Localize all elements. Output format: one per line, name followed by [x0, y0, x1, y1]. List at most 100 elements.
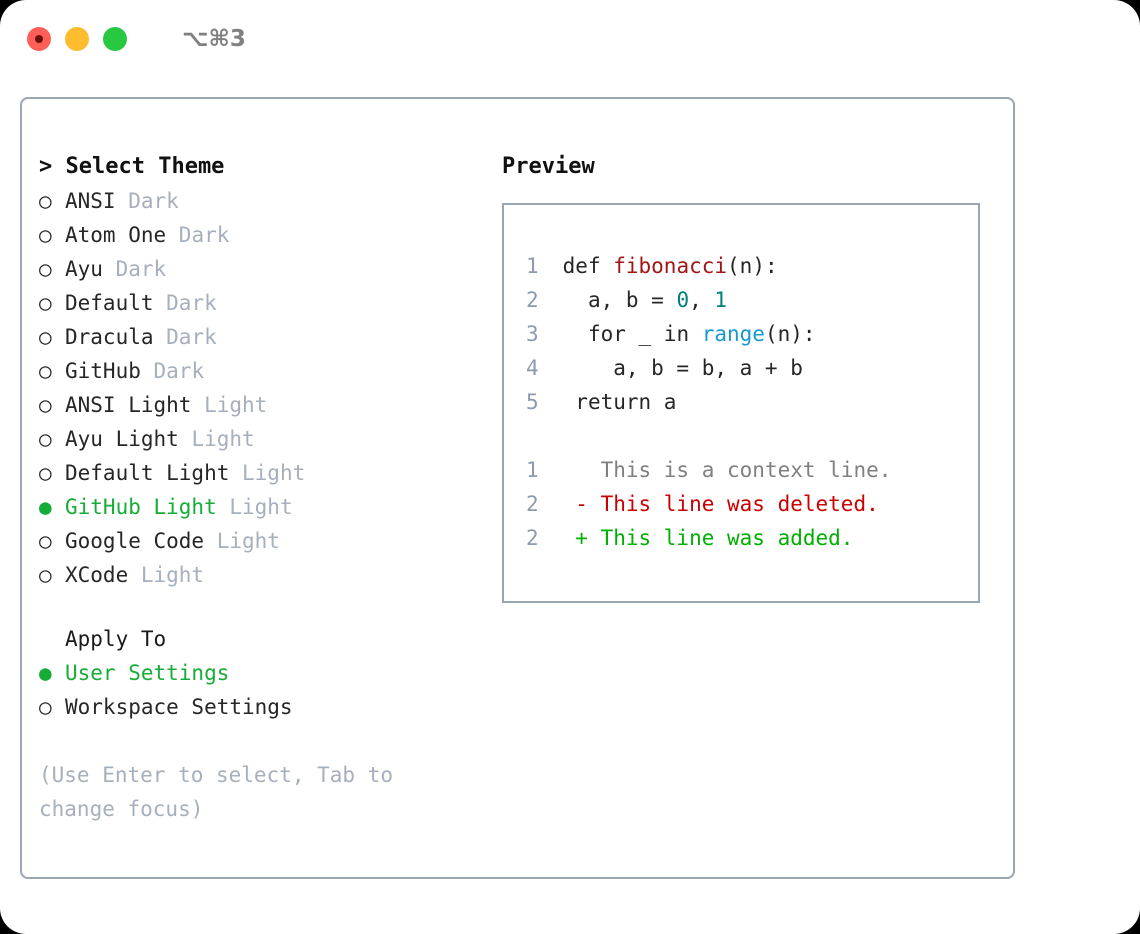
theme-option-ansi-light[interactable]: ○ ANSI Light Light: [39, 388, 489, 422]
diff-marker: +: [550, 526, 601, 550]
preview-heading: Preview: [502, 154, 595, 179]
code-token: (n):: [727, 254, 778, 278]
code-line: 5 return a: [526, 385, 978, 419]
theme-option-variant: Dark: [128, 189, 179, 213]
line-number: 2: [526, 288, 539, 312]
radio-unselected-icon: ○: [39, 695, 52, 719]
traffic-light-group: [27, 27, 127, 51]
radio-unselected-icon: ○: [39, 257, 52, 281]
theme-option-variant: Light: [191, 427, 255, 451]
keyboard-hint-text: (Use Enter to select, Tab to change focu…: [39, 763, 394, 821]
code-token: (n):: [764, 322, 816, 346]
main-panel: > Select Theme ○ANSI Dark○Atom One Dark○…: [20, 97, 1015, 879]
diff-text: This line was added.: [600, 526, 854, 550]
theme-option-label: GitHub Light: [65, 495, 230, 519]
diff-text: This line was deleted.: [600, 492, 879, 516]
close-window-button[interactable]: [27, 27, 51, 51]
radio-unselected-icon: ○: [39, 563, 52, 587]
line-number: 5: [526, 390, 539, 414]
theme-option-github[interactable]: ○ GitHub Dark: [39, 354, 489, 388]
code-token: 1: [714, 288, 728, 312]
code-indent: [550, 288, 588, 312]
theme-option-variant: Light: [229, 495, 293, 519]
theme-option-label: Ayu: [65, 257, 116, 281]
diff-sample: 1 This is a context line. 2 - This line w…: [526, 453, 978, 555]
radio-unselected-icon: ○: [39, 427, 52, 451]
apply-to-option-list[interactable]: ● User Settings ○ Workspace Settings: [39, 656, 489, 724]
select-theme-heading: > Select Theme: [39, 154, 225, 179]
code-token: def: [562, 254, 614, 278]
code-token: for _ in: [587, 322, 702, 346]
theme-option-variant: Dark: [166, 325, 217, 349]
code-line: 4 a, b = b, a + b: [526, 351, 978, 385]
theme-option-xcode[interactable]: ○ XCode Light: [39, 558, 489, 592]
theme-option-atom-one[interactable]: ○ Atom One Dark: [39, 218, 489, 252]
radio-selected-icon: ●: [39, 495, 52, 519]
diff-line: 2 - This line was deleted.: [526, 487, 978, 521]
radio-unselected-icon: ○: [39, 189, 52, 213]
diff-text: This is a context line.: [600, 458, 892, 482]
theme-option-variant: Light: [204, 393, 268, 417]
apply-to-option-user-settings[interactable]: ● User Settings: [39, 656, 489, 690]
theme-option-default[interactable]: ○Default Dark: [39, 286, 489, 320]
line-number: 1: [526, 458, 539, 482]
code-line: 2 a, b = 0, 1: [526, 283, 978, 317]
code-token: range: [701, 322, 765, 346]
theme-option-variant: Light: [140, 563, 205, 587]
theme-option-list[interactable]: ○ ANSI Dark ○ Atom One Dark ○ Ayu Dark ○Defaul…: [39, 184, 489, 592]
radio-unselected-icon: ○: [39, 325, 52, 349]
theme-option-label: GitHub: [65, 359, 154, 383]
radio-unselected-icon: ○: [39, 393, 52, 417]
theme-picker-column: > Select Theme ○ANSI Dark○Atom One Dark○…: [39, 150, 489, 826]
theme-option-ayu[interactable]: ○ Ayu Dark: [39, 252, 489, 286]
theme-option-label: XCode: [65, 563, 141, 587]
theme-option-label: ANSI Light: [65, 393, 205, 417]
code-indent: [550, 390, 575, 414]
line-number: 4: [526, 356, 539, 380]
theme-option-ansi[interactable]: ○ ANSI Dark: [39, 184, 489, 218]
theme-option-label: ANSI: [65, 189, 129, 213]
radio-selected-icon: ●: [39, 661, 52, 685]
line-number: 1: [526, 254, 539, 278]
radio-unselected-icon: ○: [39, 359, 52, 383]
diff-marker: -: [550, 492, 601, 516]
code-token: a, b =: [587, 288, 677, 312]
code-token: ,: [689, 288, 715, 312]
theme-option-variant: Dark: [153, 359, 205, 383]
code-indent: [550, 254, 563, 278]
code-token: a, b = b, a + b: [613, 356, 803, 380]
apply-to-option-label: User Settings: [65, 661, 230, 685]
theme-option-default-light[interactable]: ○Default Light Light: [39, 456, 489, 490]
theme-option-dracula[interactable]: ○Dracula Dark: [39, 320, 489, 354]
apply-to-heading: Apply To: [65, 627, 167, 651]
line-number: 3: [526, 322, 539, 346]
theme-option-variant: Light: [242, 461, 306, 485]
apply-to-option-workspace-settings[interactable]: ○ Workspace Settings: [39, 690, 489, 724]
minimize-window-button[interactable]: [65, 27, 89, 51]
theme-option-label: Ayu Light: [65, 427, 192, 451]
spacer: [39, 592, 489, 622]
spacer: [526, 419, 978, 453]
theme-option-label: Atom One: [65, 223, 179, 247]
theme-option-label: Google Code: [65, 529, 217, 553]
spacer: [39, 724, 489, 758]
radio-unselected-icon: ○: [39, 223, 52, 247]
code-token: 0: [676, 288, 690, 312]
theme-option-variant: Dark: [115, 257, 167, 281]
radio-unselected-icon: ○: [39, 461, 52, 485]
maximize-window-button[interactable]: [103, 27, 127, 51]
theme-option-google-code[interactable]: ○Google Code Light: [39, 524, 489, 558]
theme-option-variant: Dark: [178, 223, 230, 247]
theme-option-github-light[interactable]: ● GitHub Light Light: [39, 490, 489, 524]
code-line: 3 for _ in range(n):: [526, 317, 978, 351]
diff-line: 2 + This line was added.: [526, 521, 978, 555]
apply-to-option-label: Workspace Settings: [65, 695, 293, 719]
theme-option-ayu-light[interactable]: ○ Ayu Light Light: [39, 422, 489, 456]
keyboard-shortcut-label: ⌥⌘3: [182, 26, 246, 52]
code-token: fibonacci: [613, 254, 728, 278]
code-line: 1 def fibonacci(n):: [526, 249, 978, 283]
title-bar: ⌥⌘3: [0, 0, 1140, 78]
